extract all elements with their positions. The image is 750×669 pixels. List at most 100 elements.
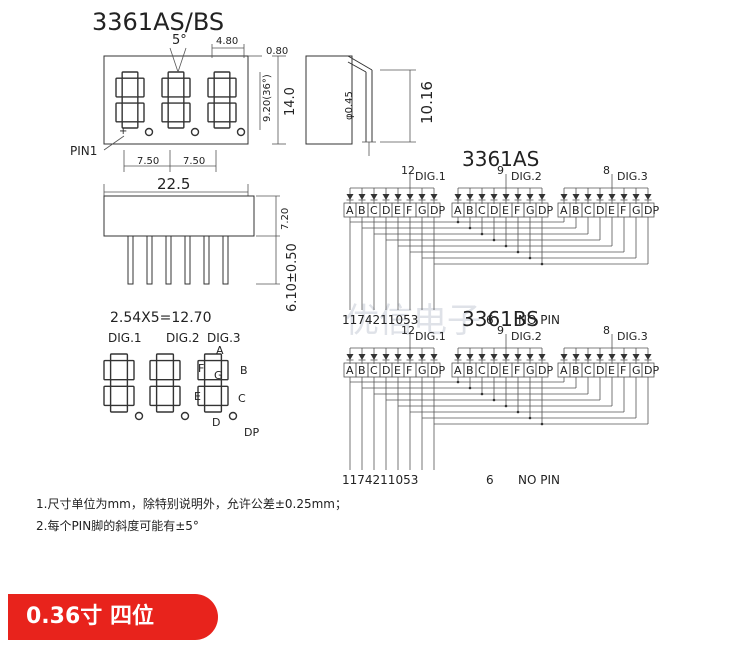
- led-diode: [596, 354, 604, 360]
- led-diode: [358, 194, 366, 200]
- legend-digit-3: [197, 353, 238, 421]
- segment-e: [149, 385, 158, 407]
- segment-letter: DP: [430, 204, 445, 217]
- segment-d: [167, 121, 185, 129]
- segment-letter: G: [418, 204, 427, 217]
- front-pin: [203, 235, 210, 285]
- segment-letter: G: [526, 364, 535, 377]
- segment-e: [103, 385, 112, 407]
- legend-letter-dp: DP: [244, 426, 259, 439]
- top-view-title: 3361AS/BS: [92, 8, 224, 36]
- led-diode: [608, 354, 616, 360]
- segment-letter: E: [502, 204, 509, 217]
- segment-letter: A: [454, 204, 462, 217]
- segment-letter: A: [346, 204, 354, 217]
- led-diode: [370, 194, 378, 200]
- segment-letter: G: [632, 364, 641, 377]
- led-diode: [370, 354, 378, 360]
- led-diode: [526, 354, 534, 360]
- decimal-point: [228, 411, 238, 421]
- segment-letter: D: [382, 364, 390, 377]
- decimal-point: [236, 127, 246, 137]
- pin1-plus-mark: +: [119, 126, 127, 137]
- segment-letter: E: [608, 204, 615, 217]
- segment-letter: B: [466, 364, 474, 377]
- segment-a: [155, 353, 175, 362]
- segment-letter: DP: [538, 364, 553, 377]
- segment-f: [197, 359, 206, 381]
- segment-f: [161, 77, 169, 98]
- seg-width-label: 4.80: [216, 36, 238, 47]
- note-1: 1.尺寸单位为mm，除特别说明外，允许公差±0.25mm；: [36, 497, 347, 511]
- segment-pin-numbers: 1174211053: [342, 313, 418, 327]
- led-diode: [490, 354, 498, 360]
- segment-letter: F: [406, 364, 412, 377]
- top-digit-2: [161, 71, 200, 137]
- segment-a: [109, 353, 129, 362]
- segment-pin-numbers: 1174211053: [342, 473, 418, 487]
- legend-letter-d: D: [212, 416, 220, 429]
- common-pin-label: DIG.2: [511, 170, 542, 183]
- segment-e: [161, 102, 169, 123]
- led-diode: [478, 354, 486, 360]
- angle-label: 5°: [172, 33, 187, 48]
- led-diode: [418, 354, 426, 360]
- segment-legend: DIG.1 DIG.2 DIG.3 A B C D E F G DP: [103, 331, 259, 439]
- segment-c: [183, 102, 191, 123]
- led-diode: [502, 194, 510, 200]
- segment-letter: G: [632, 204, 641, 217]
- pin-pitch-label: 2.54X5=12.70: [110, 310, 211, 326]
- common-pin-label: DIG.1: [415, 330, 446, 343]
- led-diode: [596, 194, 604, 200]
- segment-b: [183, 77, 191, 98]
- segment-letter: B: [358, 364, 366, 377]
- led-diode: [358, 354, 366, 360]
- common-pin-number: 9: [497, 324, 504, 337]
- segment-letter: E: [394, 204, 401, 217]
- segment-letter: A: [560, 204, 568, 217]
- common-pin-number: 12: [401, 324, 415, 337]
- common-pin-number: 8: [603, 324, 610, 337]
- common-pin-number: 8: [603, 164, 610, 177]
- segment-a: [203, 353, 223, 362]
- led-diode: [560, 194, 568, 200]
- segment-f: [149, 359, 158, 381]
- segment-b: [137, 77, 145, 98]
- common-pin-label: DIG.3: [617, 330, 648, 343]
- led-diode: [608, 194, 616, 200]
- segment-d: [203, 404, 223, 413]
- segment-a: [213, 71, 231, 79]
- led-diode: [538, 194, 546, 200]
- segment-letter: D: [382, 204, 390, 217]
- segment-letter: F: [514, 204, 520, 217]
- segment-letter: D: [596, 204, 604, 217]
- segment-letter: A: [560, 364, 568, 377]
- led-diode: [620, 354, 628, 360]
- led-diode: [490, 194, 498, 200]
- segment-letter: DP: [644, 364, 659, 377]
- segment-letter: A: [454, 364, 462, 377]
- segment-c: [229, 102, 237, 123]
- inner-height-label: 9.20(36°): [262, 74, 273, 122]
- segment-letter: B: [358, 204, 366, 217]
- top-view: 5° 4.80 0.80 9.20(36°) 14.0 PIN1 + 7.50 …: [70, 33, 298, 196]
- led-diode: [644, 354, 652, 360]
- segment-letter: C: [584, 204, 592, 217]
- led-diode: [394, 194, 402, 200]
- segment-letter: C: [478, 204, 486, 217]
- segment-g: [213, 96, 231, 104]
- segment-f: [103, 359, 112, 381]
- segment-letter: B: [466, 204, 474, 217]
- segment-c: [126, 385, 135, 407]
- led-diode: [526, 194, 534, 200]
- seg-gap-label: 0.80: [266, 46, 288, 57]
- no-pin-label: NO PIN: [518, 473, 560, 487]
- led-diode: [406, 194, 414, 200]
- segment-g: [121, 96, 139, 104]
- segment-letter: A: [346, 364, 354, 377]
- led-diode: [644, 194, 652, 200]
- led-diode: [572, 354, 580, 360]
- legend-letter-f: F: [198, 362, 204, 375]
- segment-letter: C: [370, 204, 378, 217]
- led-diode: [466, 194, 474, 200]
